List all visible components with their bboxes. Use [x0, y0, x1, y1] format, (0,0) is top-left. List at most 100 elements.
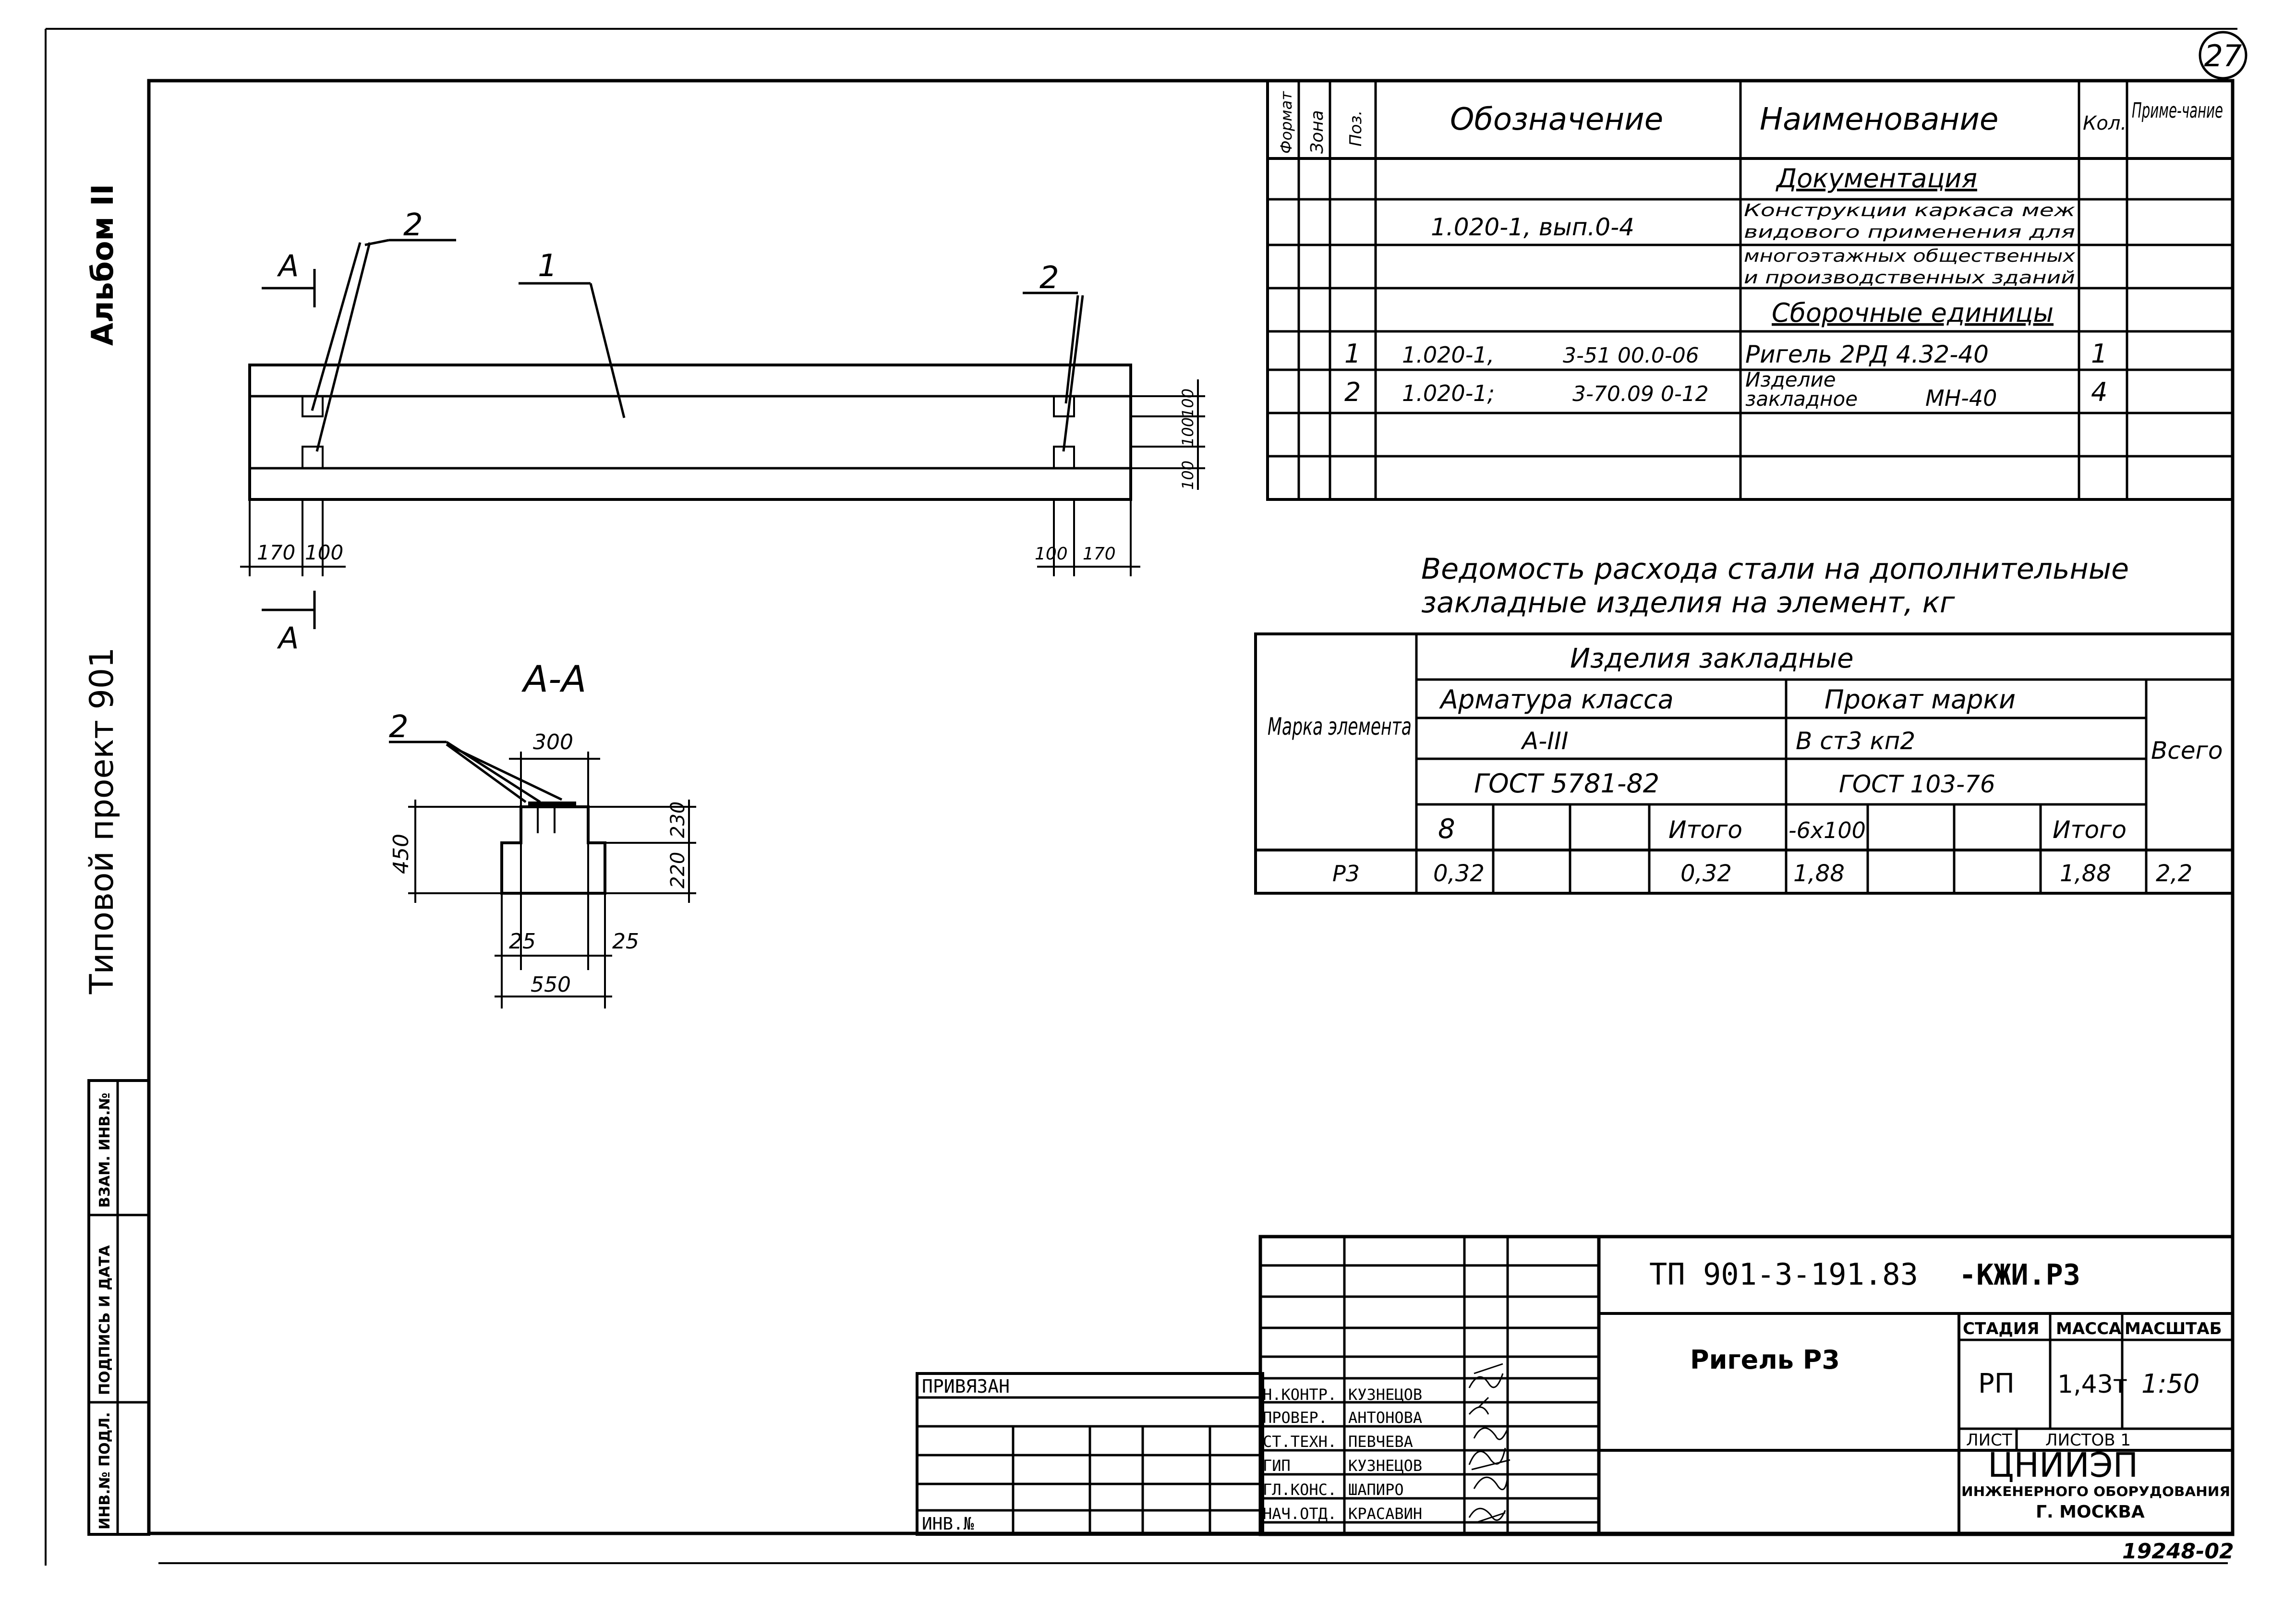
steel-title-2: закладные изделия на элемент, кг: [1421, 586, 1955, 620]
tb-role-1: Н.КОНТР.: [1263, 1385, 1337, 1404]
steel-col-rolled-gost: ГОСТ 103-76: [1839, 770, 1995, 798]
steel-col-rolled-grade: В ст3 кп2: [1796, 727, 1915, 755]
tb-city: Г. МОСКВА: [2036, 1502, 2145, 1522]
steel-col-mark-1: Марка элемента: [1268, 713, 1412, 741]
steel-table: [1254, 632, 2234, 895]
section-aa: [389, 741, 606, 895]
spec-row-1-qty: 1: [2091, 339, 2107, 369]
spec-row-2-pos: 2: [1344, 377, 1361, 407]
steel-sub-itogo: Итого: [1668, 816, 1742, 844]
spec-row-1-name: Ригель 2РД 4.32-40: [1745, 340, 1989, 368]
spec-h-pos: Поз.: [1346, 110, 1366, 146]
stamp-signature-date: ПОДПИСЬ И ДАТА: [97, 1245, 113, 1395]
tb-role-4: ГИП: [1263, 1457, 1291, 1475]
steel-row-itogo-2: 1,88: [2060, 860, 2111, 887]
sec-dim-450: 450: [389, 834, 413, 874]
steel-sub-8: 8: [1438, 814, 1455, 845]
spec-table: [1266, 79, 2234, 501]
tb-org-sub: ИНЖЕНЕРНОГО ОБОРУДОВАНИЯ: [1961, 1483, 2230, 1499]
dim-vert-1: 100: [1179, 389, 1197, 418]
tb-doc-code: ТП 901-3-191.83: [1649, 1257, 1918, 1292]
beam-dims-horizontal: [240, 499, 1140, 576]
beam-elevation: [248, 239, 1132, 501]
callout-2-right: 2: [1039, 260, 1059, 296]
spec-doc-section: Документация: [1776, 163, 1977, 194]
tb-role-2: ПРОВЕР.: [1263, 1409, 1328, 1427]
tb-name-1: КУЗНЕЦОВ: [1348, 1385, 1422, 1404]
tb-scale-label: МАСШТАБ: [2125, 1319, 2222, 1338]
spec-doc-name-1: Конструкции каркаса меж: [1744, 201, 2076, 220]
tb-element-name: Ригель Р3: [1690, 1345, 1840, 1375]
section-cut-bottom: [262, 591, 316, 629]
tb-sheets-label: ЛИСТОВ 1: [2045, 1431, 2131, 1450]
tb-sheet-label: ЛИСТ: [1966, 1431, 2012, 1450]
spec-row-2-des-a: 1.020-1;: [1402, 380, 1495, 406]
spec-row-2-name-b: закладное: [1745, 387, 1858, 411]
section-cut-top: [262, 269, 316, 307]
spec-doc-name-3: многоэтажных общественных: [1744, 246, 2076, 266]
steel-row-itogo: 0,32: [1680, 860, 1732, 887]
stamp-inv: ИНВ.№ ПОДЛ.: [97, 1412, 113, 1530]
steel-col-rebar: Арматура класса: [1439, 684, 1674, 715]
steel-col-rolled: Прокат марки: [1825, 684, 2016, 715]
steel-col-rebar-gost: ГОСТ 5781-82: [1474, 768, 1659, 799]
steel-row-mark: Р3: [1332, 861, 1360, 887]
callout-1: 1: [538, 248, 557, 284]
side-stamp: ИНВ.№ ПОДЛ. ПОДПИСЬ И ДАТА ВЗАМ. ИНВ.№: [87, 1079, 150, 1536]
footer-code: 19248-02: [2122, 1539, 2234, 1564]
sec-dim-550: 550: [531, 972, 571, 997]
tb-name-3: ПЕВЧЕВА: [1348, 1433, 1413, 1451]
spec-doc-name-2: видового применения для: [1744, 222, 2075, 242]
beam-dims-vertical: [1131, 379, 1205, 490]
tb-name-6: КРАСАВИН: [1348, 1505, 1422, 1523]
tb-mass-label: МАССА: [2056, 1319, 2122, 1338]
dim-vert-2: 100: [1179, 417, 1197, 447]
tb-role-3: СТ.ТЕХН.: [1263, 1433, 1337, 1451]
tb-bound: ПРИВЯЗАН: [922, 1376, 1010, 1397]
spec-row-1-pos: 1: [1344, 339, 1361, 369]
tb-name-4: КУЗНЕЦОВ: [1348, 1457, 1422, 1475]
dim-170-right: 170: [1083, 544, 1116, 564]
steel-row-6x100: 1,88: [1793, 860, 1845, 887]
tb-stage: РП: [1978, 1368, 2015, 1399]
tb-doc-suffix: -КЖИ.Р3: [1959, 1258, 2080, 1292]
spec-h-qty: Кол.: [2083, 112, 2127, 134]
spec-row-2-des-b: 3-70.09 0-12: [1572, 382, 1709, 406]
sheet-number-circle: [2199, 31, 2248, 80]
spec-units-section: Сборочные единицы: [1772, 298, 2054, 328]
steel-sub-6x100: -6x100: [1788, 817, 1866, 843]
tb-name-2: АНТОНОВА: [1348, 1409, 1422, 1427]
steel-col-items: Изделия закладные: [1570, 643, 1854, 674]
sec-dim-220: 220: [667, 852, 689, 888]
tb-name-5: ШАПИРО: [1348, 1481, 1404, 1499]
tb-stage-label: СТАДИЯ: [1963, 1319, 2039, 1338]
project-label: Типовой проект 901: [83, 647, 121, 995]
spec-row-1-des-a: 1.020-1,: [1402, 342, 1494, 368]
section-callout-2: 2: [389, 709, 409, 745]
spec-doc-designation: 1.020-1, вып.0-4: [1431, 213, 1634, 241]
steel-col-total: Всего: [2151, 737, 2223, 765]
dim-100-left: 100: [305, 541, 343, 564]
section-title: А-А: [521, 657, 586, 700]
steel-row-8: 0,32: [1433, 860, 1485, 887]
spec-row-2-name-c: МН-40: [1925, 385, 1997, 411]
stamp-replace-inv: ВЗАМ. ИНВ.№: [97, 1093, 113, 1208]
dim-170-left: 170: [257, 541, 295, 564]
steel-sub-itogo-2: Итого: [2053, 816, 2127, 844]
section-mark-bottom: А: [277, 620, 299, 656]
dim-vert-3: 100: [1179, 461, 1197, 490]
title-block: [916, 1235, 2235, 1536]
steel-row-total: 2,2: [2156, 860, 2192, 887]
sec-dim-230: 230: [667, 802, 689, 838]
spec-h-format: Формат: [1277, 91, 1295, 154]
spec-row-2-qty: 4: [2091, 377, 2107, 407]
sheet-number: 27: [2204, 38, 2242, 73]
steel-title-1: Ведомость расхода стали на дополнительны…: [1421, 552, 2129, 586]
dim-100-right: 100: [1035, 544, 1068, 564]
tb-org: ЦНИИЭП: [1988, 1446, 2138, 1485]
tb-inv: ИНВ.№: [922, 1514, 974, 1534]
section-dims: [408, 752, 696, 1008]
tb-role-6: НАЧ.ОТД.: [1263, 1505, 1337, 1523]
tb-scale: 1:50: [2141, 1369, 2199, 1399]
